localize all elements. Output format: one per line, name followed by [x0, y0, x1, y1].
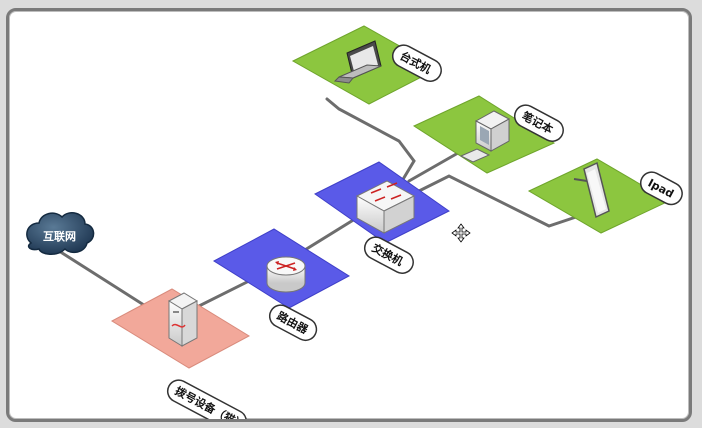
laptop-device-icon: [333, 40, 382, 84]
diagram-canvas: 互联网: [6, 8, 692, 422]
modem-tag: 拨号设备（猫）: [166, 379, 247, 419]
network-diagram: 互联网: [26, 25, 683, 419]
cable-switch-ipad: [417, 174, 581, 228]
router-tag: 路由器: [268, 304, 318, 342]
switch-device-icon: [355, 180, 416, 234]
ipad-device-icon: [573, 161, 610, 219]
internet-label: 互联网: [43, 229, 76, 243]
desktop-device-icon: [459, 110, 511, 163]
move-cursor-icon: [451, 223, 471, 243]
cable-switch-desktop: [325, 97, 416, 188]
internet-cloud-icon: [26, 212, 95, 255]
modem-device-icon: [167, 292, 199, 347]
router-device-icon: [266, 256, 306, 293]
